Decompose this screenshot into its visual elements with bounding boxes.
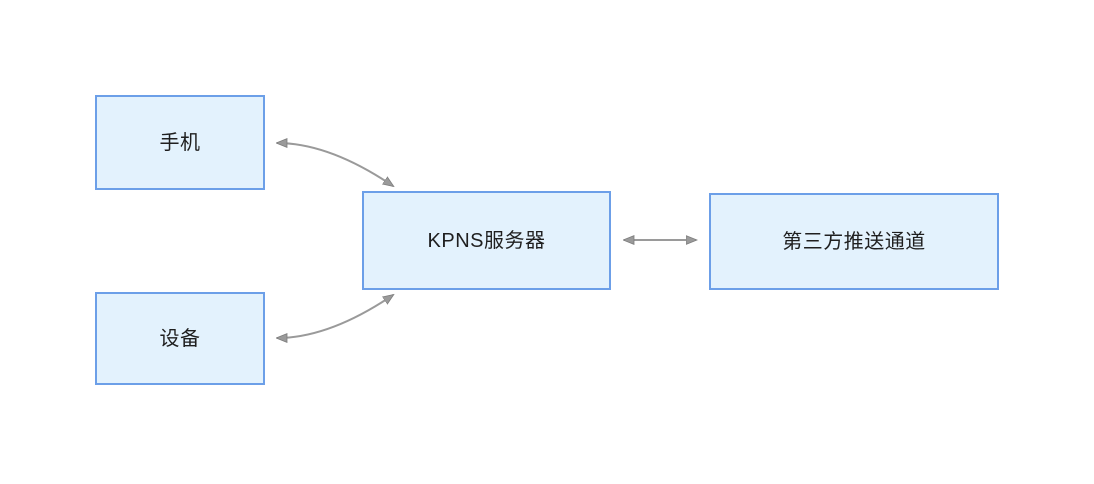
node-device[interactable]: 设备 — [95, 292, 265, 385]
node-third-party-push-channel-label: 第三方推送通道 — [782, 230, 926, 253]
edge-phone-kpns — [277, 143, 393, 186]
node-device-label: 设备 — [159, 327, 201, 350]
node-kpns-server-label: KPNS服务器 — [427, 229, 546, 252]
node-phone[interactable]: 手机 — [95, 95, 265, 190]
node-phone-label: 手机 — [159, 131, 201, 154]
edge-device-kpns — [277, 295, 393, 338]
node-kpns-server[interactable]: KPNS服务器 — [362, 191, 611, 290]
node-third-party-push-channel[interactable]: 第三方推送通道 — [709, 193, 999, 290]
